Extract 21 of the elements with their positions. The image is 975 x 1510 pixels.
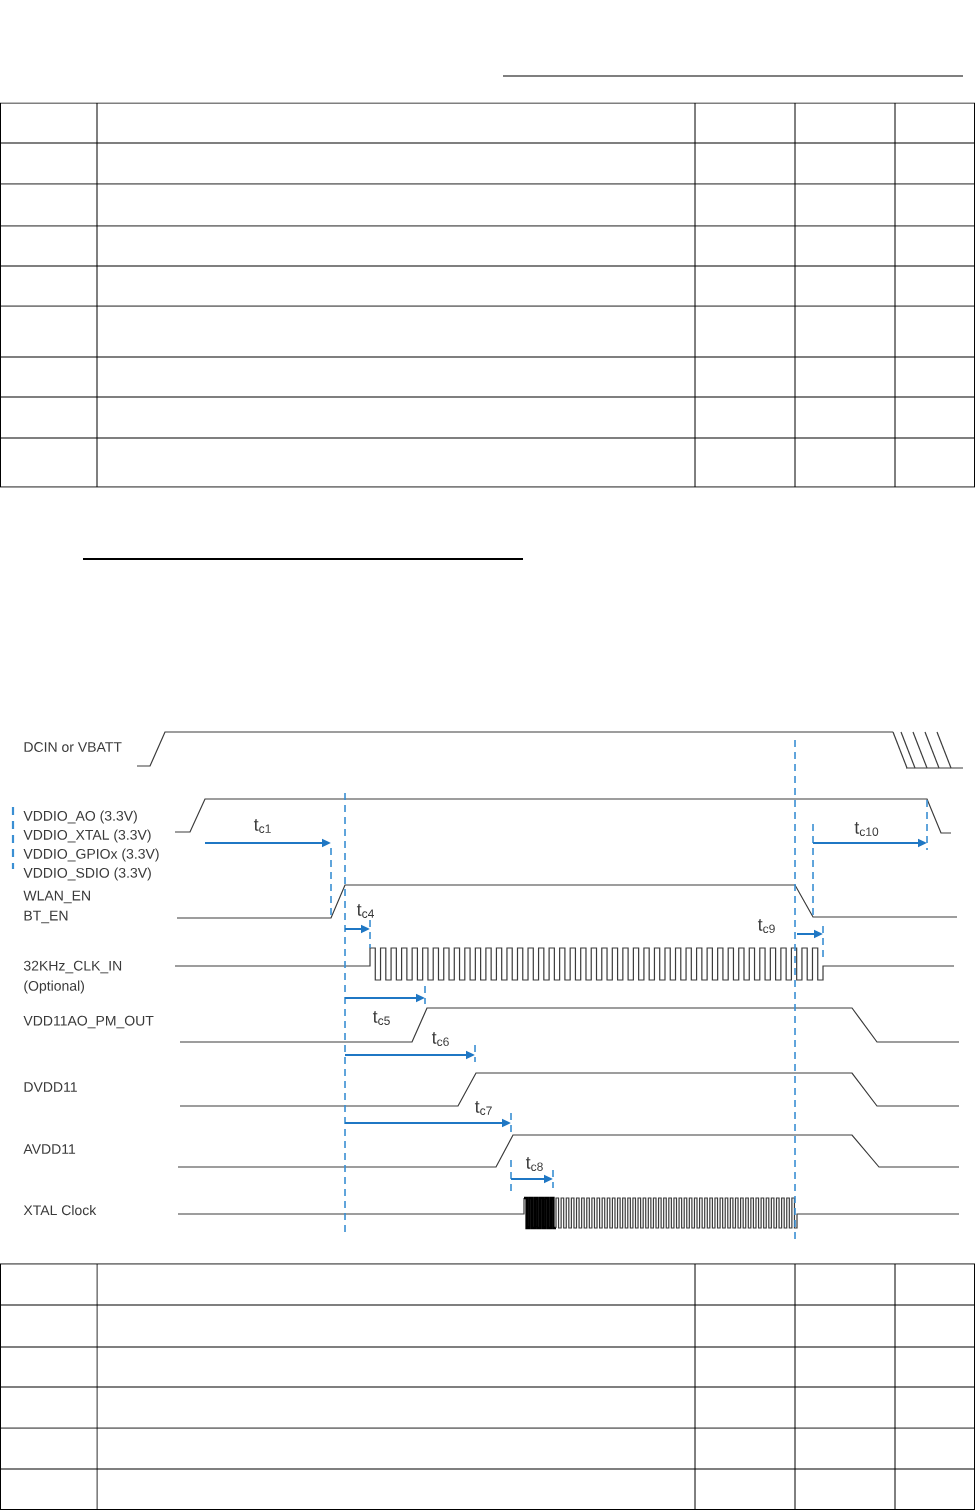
timing-label: t$_{c4}$ (356, 904, 374, 918)
signal-label: (Optional) (24, 980, 84, 994)
signal-label: DVDD11 (24, 1082, 77, 1092)
signal-label: BT_EN (24, 910, 68, 924)
signal-label: VDDIO_GPIOx (3.3V) (23, 848, 159, 862)
signal-label: VDDIO_XTAL (3.3V) (23, 829, 151, 843)
timing-label: t$_{c9}$ (757, 919, 775, 933)
signal-label: VDD11AO_PM_OUT (23, 1015, 154, 1029)
timing-label: t$_{c5}$ (372, 1011, 390, 1025)
signal-label: VDDIO_SDIO (3.3V) (23, 867, 151, 881)
signal-label: WLAN_EN (23, 890, 90, 904)
timing-label: t$_{c6}$ (431, 1032, 449, 1046)
signal-label: XTAL Clock (23, 1204, 97, 1216)
timing-label: t$_{c10}$ (854, 822, 879, 836)
signal-label: DCIN or VBATT (24, 742, 122, 752)
signal-label: 32KHz_CLK_IN (23, 960, 122, 974)
timing-label: t$_{c7}$ (474, 1101, 492, 1115)
signal-label: VDDIO_AO (3.3V) (23, 810, 137, 824)
signal-label: AVDD11 (23, 1144, 76, 1154)
timing-label: t$_{c1}$ (253, 819, 271, 833)
timing-label: t$_{c8}$ (525, 1157, 543, 1171)
